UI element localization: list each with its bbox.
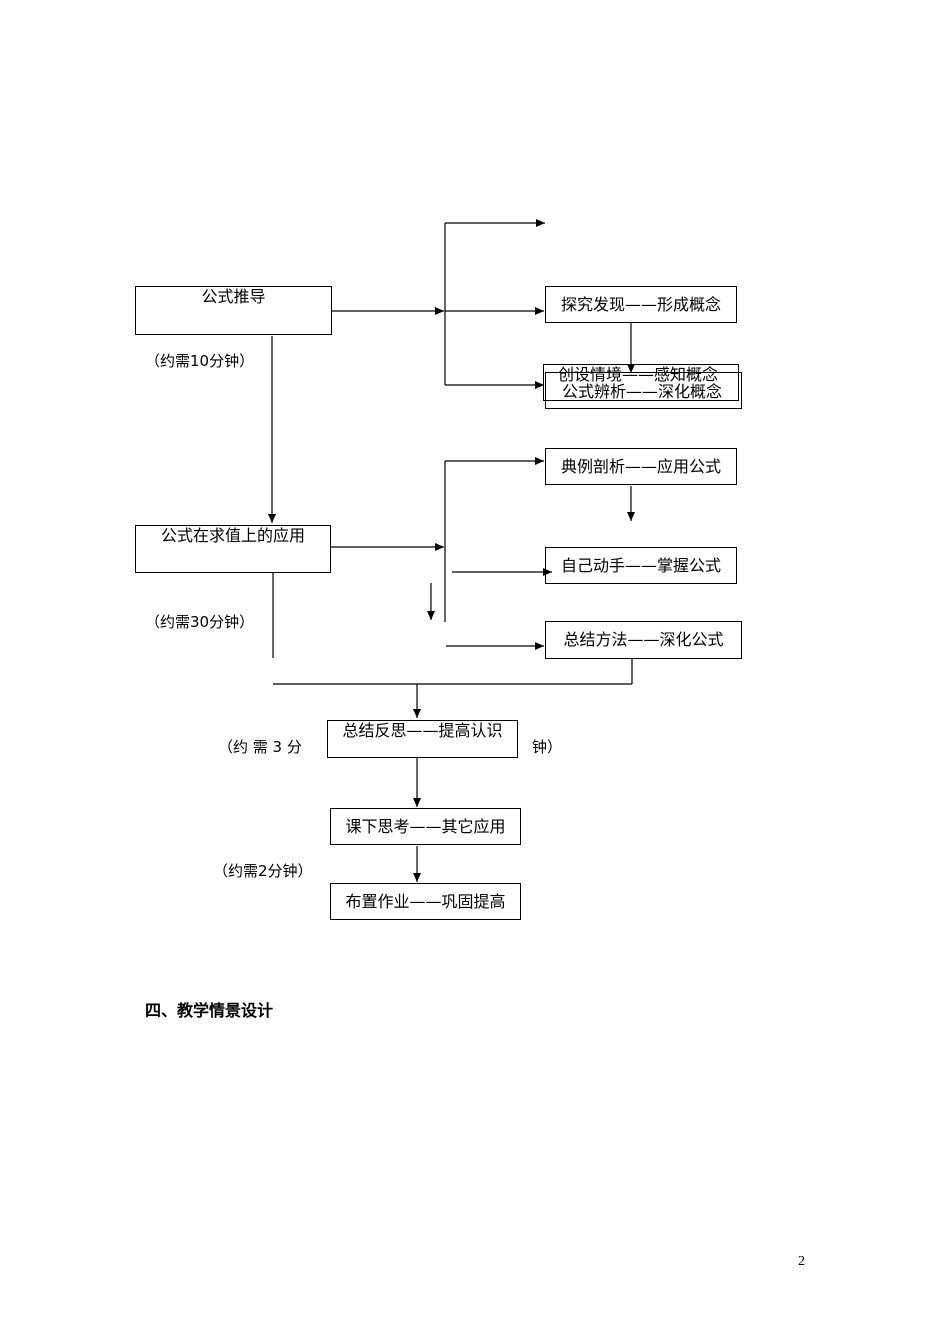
box-homework-label: 布置作业——巩固提高 xyxy=(345,891,506,911)
box-example-analysis-label: 典例剖析——应用公式 xyxy=(560,456,721,476)
box-explore: 探究发现——形成概念 xyxy=(545,286,737,323)
time-label-3min-left: （约 需 3 分 xyxy=(218,738,302,756)
box-summary-method-label: 总结方法——深化公式 xyxy=(563,630,724,649)
box-formula-discrimination: 公式辨析——深化概念 xyxy=(545,372,742,409)
section-heading: 四、教学情景设计 xyxy=(145,1001,274,1020)
page-number: 2 xyxy=(798,1254,805,1269)
box-homework: 布置作业——巩固提高 xyxy=(330,883,521,920)
box-summary-method: 总结方法——深化公式 xyxy=(545,621,742,659)
box-formula-discrimination-label: 公式辨析——深化概念 xyxy=(562,382,723,401)
box-explore-label: 探究发现——形成概念 xyxy=(560,294,721,314)
box-after-class: 课下思考——其它应用 xyxy=(330,808,521,845)
box-formula-derivation-label: 公式推导 xyxy=(201,287,266,306)
box-after-class-label: 课下思考——其它应用 xyxy=(345,816,506,836)
box-formula-application-label: 公式在求值上的应用 xyxy=(160,526,305,545)
time-label-30min: （约需30分钟） xyxy=(145,613,255,631)
box-create-situation: 创设情境——感知概念 xyxy=(543,364,739,401)
time-label-3min-right: 钟） xyxy=(532,738,563,756)
box-hands-on-label: 自己动手——掌握公式 xyxy=(560,555,721,575)
time-label-2min: （约需2分钟） xyxy=(213,862,313,880)
time-label-10min: （约需10分钟） xyxy=(145,352,255,370)
box-formula-derivation: 公式推导 xyxy=(135,286,332,335)
box-reflection: 总结反思——提高认识 xyxy=(327,720,518,758)
box-create-situation-label: 创设情境——感知概念 xyxy=(558,365,719,384)
box-example-analysis: 典例剖析——应用公式 xyxy=(545,448,737,485)
box-hands-on: 自己动手——掌握公式 xyxy=(545,547,737,584)
box-formula-application: 公式在求值上的应用 xyxy=(135,525,331,573)
box-reflection-label: 总结反思——提高认识 xyxy=(342,721,503,740)
